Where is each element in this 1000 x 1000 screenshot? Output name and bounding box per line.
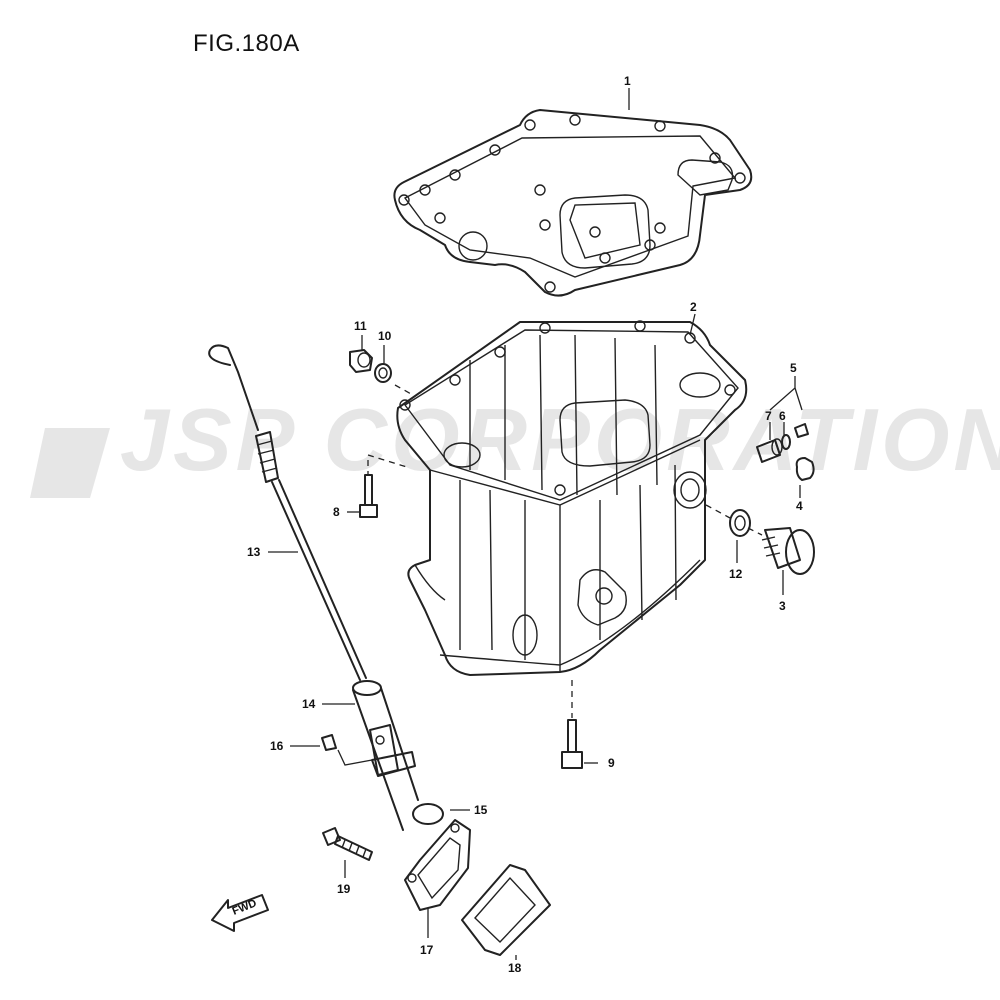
callout-6: 6 (779, 409, 786, 423)
watermark-logo-icon (30, 428, 110, 498)
callout-11: 11 (354, 319, 367, 333)
callout-7: 7 (765, 409, 772, 423)
plug-5 (794, 423, 809, 438)
watermark-text: JSP CORPORATION (120, 390, 1000, 489)
callout-19: 19 (337, 882, 351, 896)
oil-pan (396, 320, 748, 676)
callout-1: 1 (624, 74, 631, 88)
bolt-19 (322, 827, 373, 861)
callout-12: 12 (729, 567, 743, 581)
dipstick (208, 344, 367, 681)
callout-10: 10 (378, 329, 392, 343)
bolt-16 (321, 734, 337, 751)
fwd-direction-marker: FWD (211, 894, 269, 932)
callout-17: 17 (420, 943, 434, 957)
callout-18: 18 (508, 961, 522, 975)
gasket-18 (461, 864, 551, 956)
callout-9: 9 (608, 756, 615, 770)
callout-14: 14 (302, 697, 316, 711)
callout-13: 13 (247, 545, 261, 559)
plug-4 (795, 457, 815, 481)
plug-7 (756, 438, 783, 463)
bracket-17 (404, 819, 471, 911)
o-ring-15 (412, 803, 444, 825)
guide-tube (352, 680, 419, 831)
callout-3: 3 (779, 599, 786, 613)
callout-8: 8 (333, 505, 340, 519)
callout-15: 16 (270, 739, 284, 753)
callout-15b: 15 (474, 803, 488, 817)
figure-title: FIG.180A (193, 30, 300, 57)
plug-11 (349, 349, 373, 373)
washer-12 (729, 509, 751, 537)
bolt-8 (359, 474, 378, 518)
callout-labels: 1 2 3 4 5 6 7 8 9 10 11 12 13 14 16 15 1… (247, 74, 803, 975)
watermark: JSP CORPORATION (30, 390, 1000, 498)
washer-10 (374, 363, 392, 383)
drain-plug (761, 527, 815, 575)
bolt-9 (561, 719, 583, 769)
callout-4: 4 (796, 499, 803, 513)
o-ring-6 (781, 434, 791, 450)
leader-lines (268, 88, 803, 960)
callout-2: 2 (690, 300, 697, 314)
gasket-top (393, 109, 753, 297)
callout-5: 5 (790, 361, 797, 375)
